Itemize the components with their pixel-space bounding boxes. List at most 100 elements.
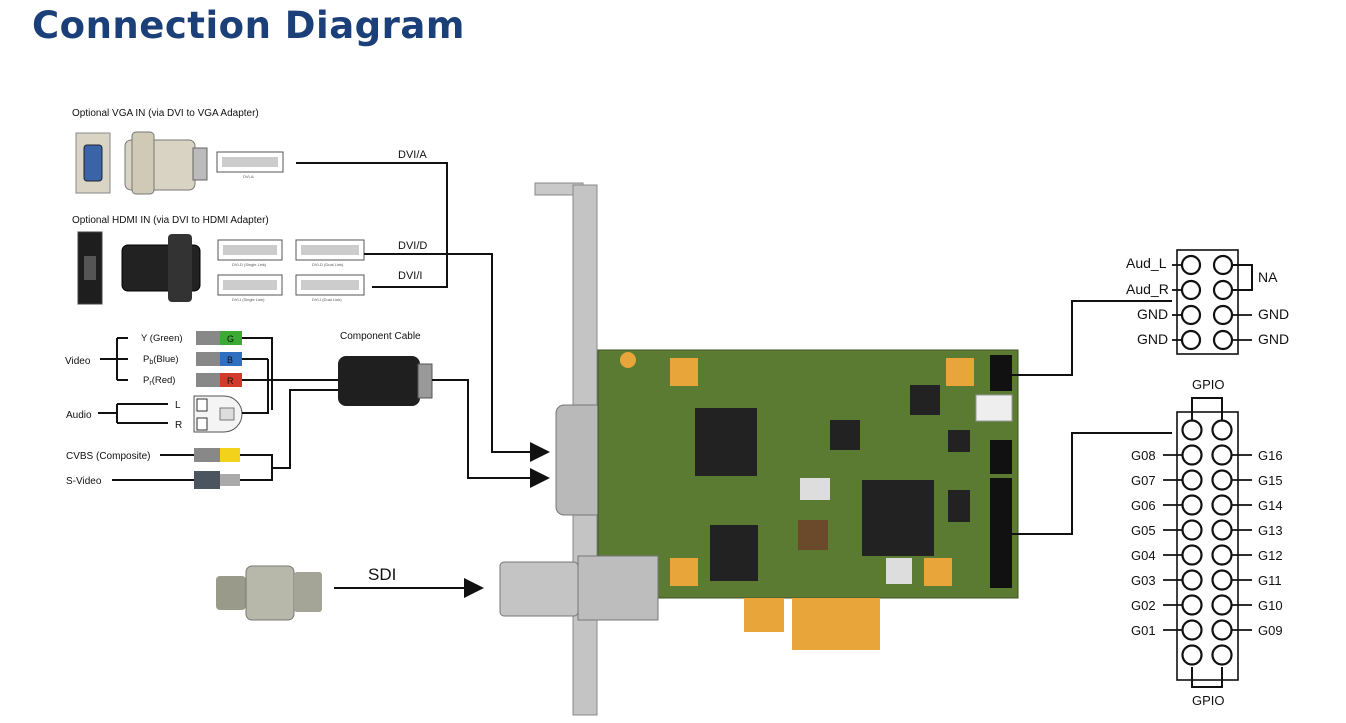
component-cable-label: Component Cable bbox=[340, 331, 421, 342]
audio-pin bbox=[1180, 304, 1202, 326]
component-wire-to-card bbox=[432, 379, 550, 488]
sdi-label: SDI bbox=[368, 565, 396, 584]
audio-header: NA Aud_L Aud_R GND GND GND GND bbox=[1126, 249, 1289, 355]
gpio-pin bbox=[1181, 469, 1203, 491]
gpio-pin bbox=[1181, 594, 1203, 616]
rca-green-plug-icon: G bbox=[196, 331, 242, 345]
gpio-pin bbox=[1211, 494, 1233, 516]
rca-yellow-plug-icon bbox=[194, 448, 240, 462]
gpio-left-label: G01 bbox=[1131, 623, 1156, 638]
dvi-d-pinout-icons: DVI-D (Single Link) DVI-D (Dual Link) DV… bbox=[217, 239, 365, 302]
hdmi-note: Optional HDMI IN (via DVI to HDMI Adapte… bbox=[72, 215, 269, 226]
audio-header-gnd-right-1: GND bbox=[1258, 306, 1289, 322]
gpio-right-label: G13 bbox=[1258, 523, 1283, 538]
audio-pin bbox=[1180, 329, 1202, 351]
svg-text:Pb(Blue): Pb(Blue) bbox=[143, 354, 179, 366]
svg-text:DVI-I (Single Link): DVI-I (Single Link) bbox=[232, 297, 265, 302]
audio-header-na-label: NA bbox=[1258, 269, 1278, 285]
gpio-pin bbox=[1211, 594, 1233, 616]
gpio-pin bbox=[1211, 544, 1233, 566]
gpio-right-label: G11 bbox=[1258, 573, 1282, 588]
gpio-left-label: G06 bbox=[1131, 498, 1156, 513]
gpio-right-label: G10 bbox=[1258, 598, 1283, 613]
gpio-top-label: GPIO bbox=[1192, 377, 1225, 392]
pr-label: P bbox=[143, 375, 149, 386]
dvi-a-small-label: DVI-A bbox=[243, 174, 254, 179]
audio-pin bbox=[1180, 279, 1202, 301]
gpio-left-label: G05 bbox=[1131, 523, 1156, 538]
pb-label: P bbox=[143, 354, 149, 365]
gpio-pin bbox=[1181, 494, 1203, 516]
rca-red-plug-icon: R bbox=[196, 373, 242, 387]
gpio-pin bbox=[1211, 444, 1233, 466]
svg-text:G: G bbox=[227, 334, 234, 344]
audio-header-gnd-left-1: GND bbox=[1137, 306, 1168, 322]
gpio-pin bbox=[1211, 519, 1233, 541]
y-green-label: Y (Green) bbox=[141, 333, 183, 344]
audio-label: Audio bbox=[66, 410, 92, 421]
audio-pin bbox=[1212, 254, 1234, 276]
svg-text:DVI-D (Single Link): DVI-D (Single Link) bbox=[232, 262, 267, 267]
audio-r-label: R bbox=[175, 420, 182, 431]
dvi-d-label: DVI/D bbox=[398, 240, 427, 252]
gpio-pin bbox=[1181, 419, 1203, 441]
dvi-to-hdmi-adapter-icon bbox=[121, 234, 201, 302]
audio-header-aud-l-label: Aud_L bbox=[1126, 255, 1167, 271]
vga-note: Optional VGA IN (via DVI to VGA Adapter) bbox=[72, 108, 259, 119]
audio-header-gnd-right-2: GND bbox=[1258, 331, 1289, 347]
gpio-right-label: G15 bbox=[1258, 473, 1283, 488]
gpio-pin bbox=[1181, 519, 1203, 541]
gpio-right-label: G14 bbox=[1258, 498, 1283, 513]
svg-text:B: B bbox=[227, 355, 233, 365]
gpio-pin bbox=[1181, 569, 1203, 591]
capture-card-image bbox=[499, 182, 1019, 716]
gpio-pin bbox=[1211, 419, 1233, 441]
gpio-pin bbox=[1181, 619, 1203, 641]
gpio-pin bbox=[1211, 569, 1233, 591]
gpio-left-label: G03 bbox=[1131, 573, 1156, 588]
gpio-pin bbox=[1211, 469, 1233, 491]
gpio-bottom-label: GPIO bbox=[1192, 693, 1225, 708]
gpio-left-label: G08 bbox=[1131, 448, 1156, 463]
audio-pin bbox=[1212, 304, 1234, 326]
rca-blue-plug-icon: B bbox=[196, 352, 242, 366]
dvi-wire-to-card bbox=[364, 253, 550, 462]
cvbs-label: CVBS (Composite) bbox=[66, 451, 150, 462]
svg-text:DVI-I (Dual Link): DVI-I (Dual Link) bbox=[312, 297, 342, 302]
dvi-a-pinout-icon: DVI-A bbox=[216, 151, 284, 179]
audio-header-gnd-left-2: GND bbox=[1137, 331, 1168, 347]
hdmi-port-icon bbox=[77, 231, 103, 305]
gpio-right-label: G09 bbox=[1258, 623, 1283, 638]
svg-text:R: R bbox=[227, 376, 234, 386]
dvi-to-vga-adapter-icon bbox=[124, 131, 208, 195]
audio-pin bbox=[1180, 254, 1202, 276]
audio-pin bbox=[1212, 279, 1234, 301]
audio-l-label: L bbox=[175, 400, 181, 411]
dvi-a-label: DVI/A bbox=[398, 149, 427, 161]
dvi-i-label: DVI/I bbox=[398, 270, 422, 282]
dvi-a-wire bbox=[296, 162, 448, 288]
gpio-right-label: G12 bbox=[1258, 548, 1283, 563]
page-title: Connection Diagram bbox=[32, 4, 465, 47]
gpio-left-label: G07 bbox=[1131, 473, 1156, 488]
gpio-left-label: G04 bbox=[1131, 548, 1156, 563]
component-cable-connector-icon bbox=[338, 356, 433, 406]
gpio-pin bbox=[1181, 544, 1203, 566]
bnc-connector-icon bbox=[216, 565, 322, 621]
audio-pin bbox=[1212, 329, 1234, 351]
video-label: Video bbox=[65, 356, 91, 367]
gpio-left-label: G02 bbox=[1131, 598, 1156, 613]
svg-text:DVI-D (Dual Link): DVI-D (Dual Link) bbox=[312, 262, 344, 267]
gpio-pin bbox=[1181, 644, 1203, 666]
svideo-plug-icon bbox=[194, 471, 240, 489]
gpio-pin bbox=[1211, 619, 1233, 641]
audio-header-aud-r-label: Aud_R bbox=[1126, 281, 1169, 297]
gpio-pin bbox=[1181, 444, 1203, 466]
gpio-pin bbox=[1211, 644, 1233, 666]
audio-adapter-icon bbox=[193, 395, 243, 433]
svg-text:Pr(Red): Pr(Red) bbox=[143, 375, 175, 387]
vga-port-icon bbox=[75, 132, 111, 194]
gpio-right-label: G16 bbox=[1258, 448, 1283, 463]
